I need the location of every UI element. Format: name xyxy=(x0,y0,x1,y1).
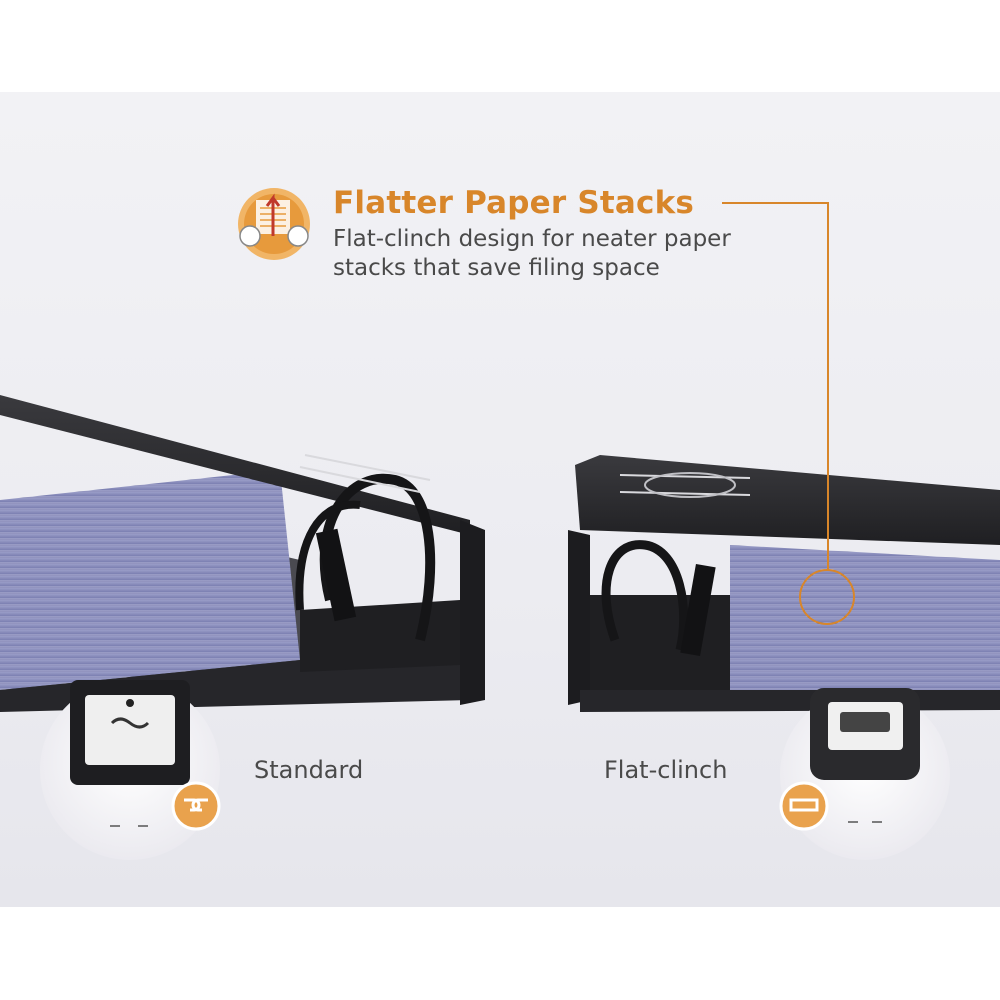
flat-staple-icon xyxy=(779,781,829,831)
standard-inset xyxy=(40,680,221,860)
flat-clinch-binder xyxy=(568,455,1000,712)
callout-description: Flat-clinch design for neater paper stac… xyxy=(333,225,803,283)
flat-clinch-inset xyxy=(779,688,950,860)
standard-binder xyxy=(0,395,485,712)
binders-illustration xyxy=(0,188,1000,860)
standard-staple-icon xyxy=(171,781,221,831)
callout-leader-line xyxy=(722,202,829,570)
callout-title: Flatter Paper Stacks xyxy=(333,185,695,221)
callout-description-line-2: stacks that save filing space xyxy=(333,255,660,281)
product-photo xyxy=(0,92,1000,907)
paper-stack-icon xyxy=(238,188,310,260)
callout-description-line-1: Flat-clinch design for neater paper xyxy=(333,226,731,252)
flat-clinch-label: Flat-clinch xyxy=(604,756,728,784)
standard-label: Standard xyxy=(254,756,364,784)
